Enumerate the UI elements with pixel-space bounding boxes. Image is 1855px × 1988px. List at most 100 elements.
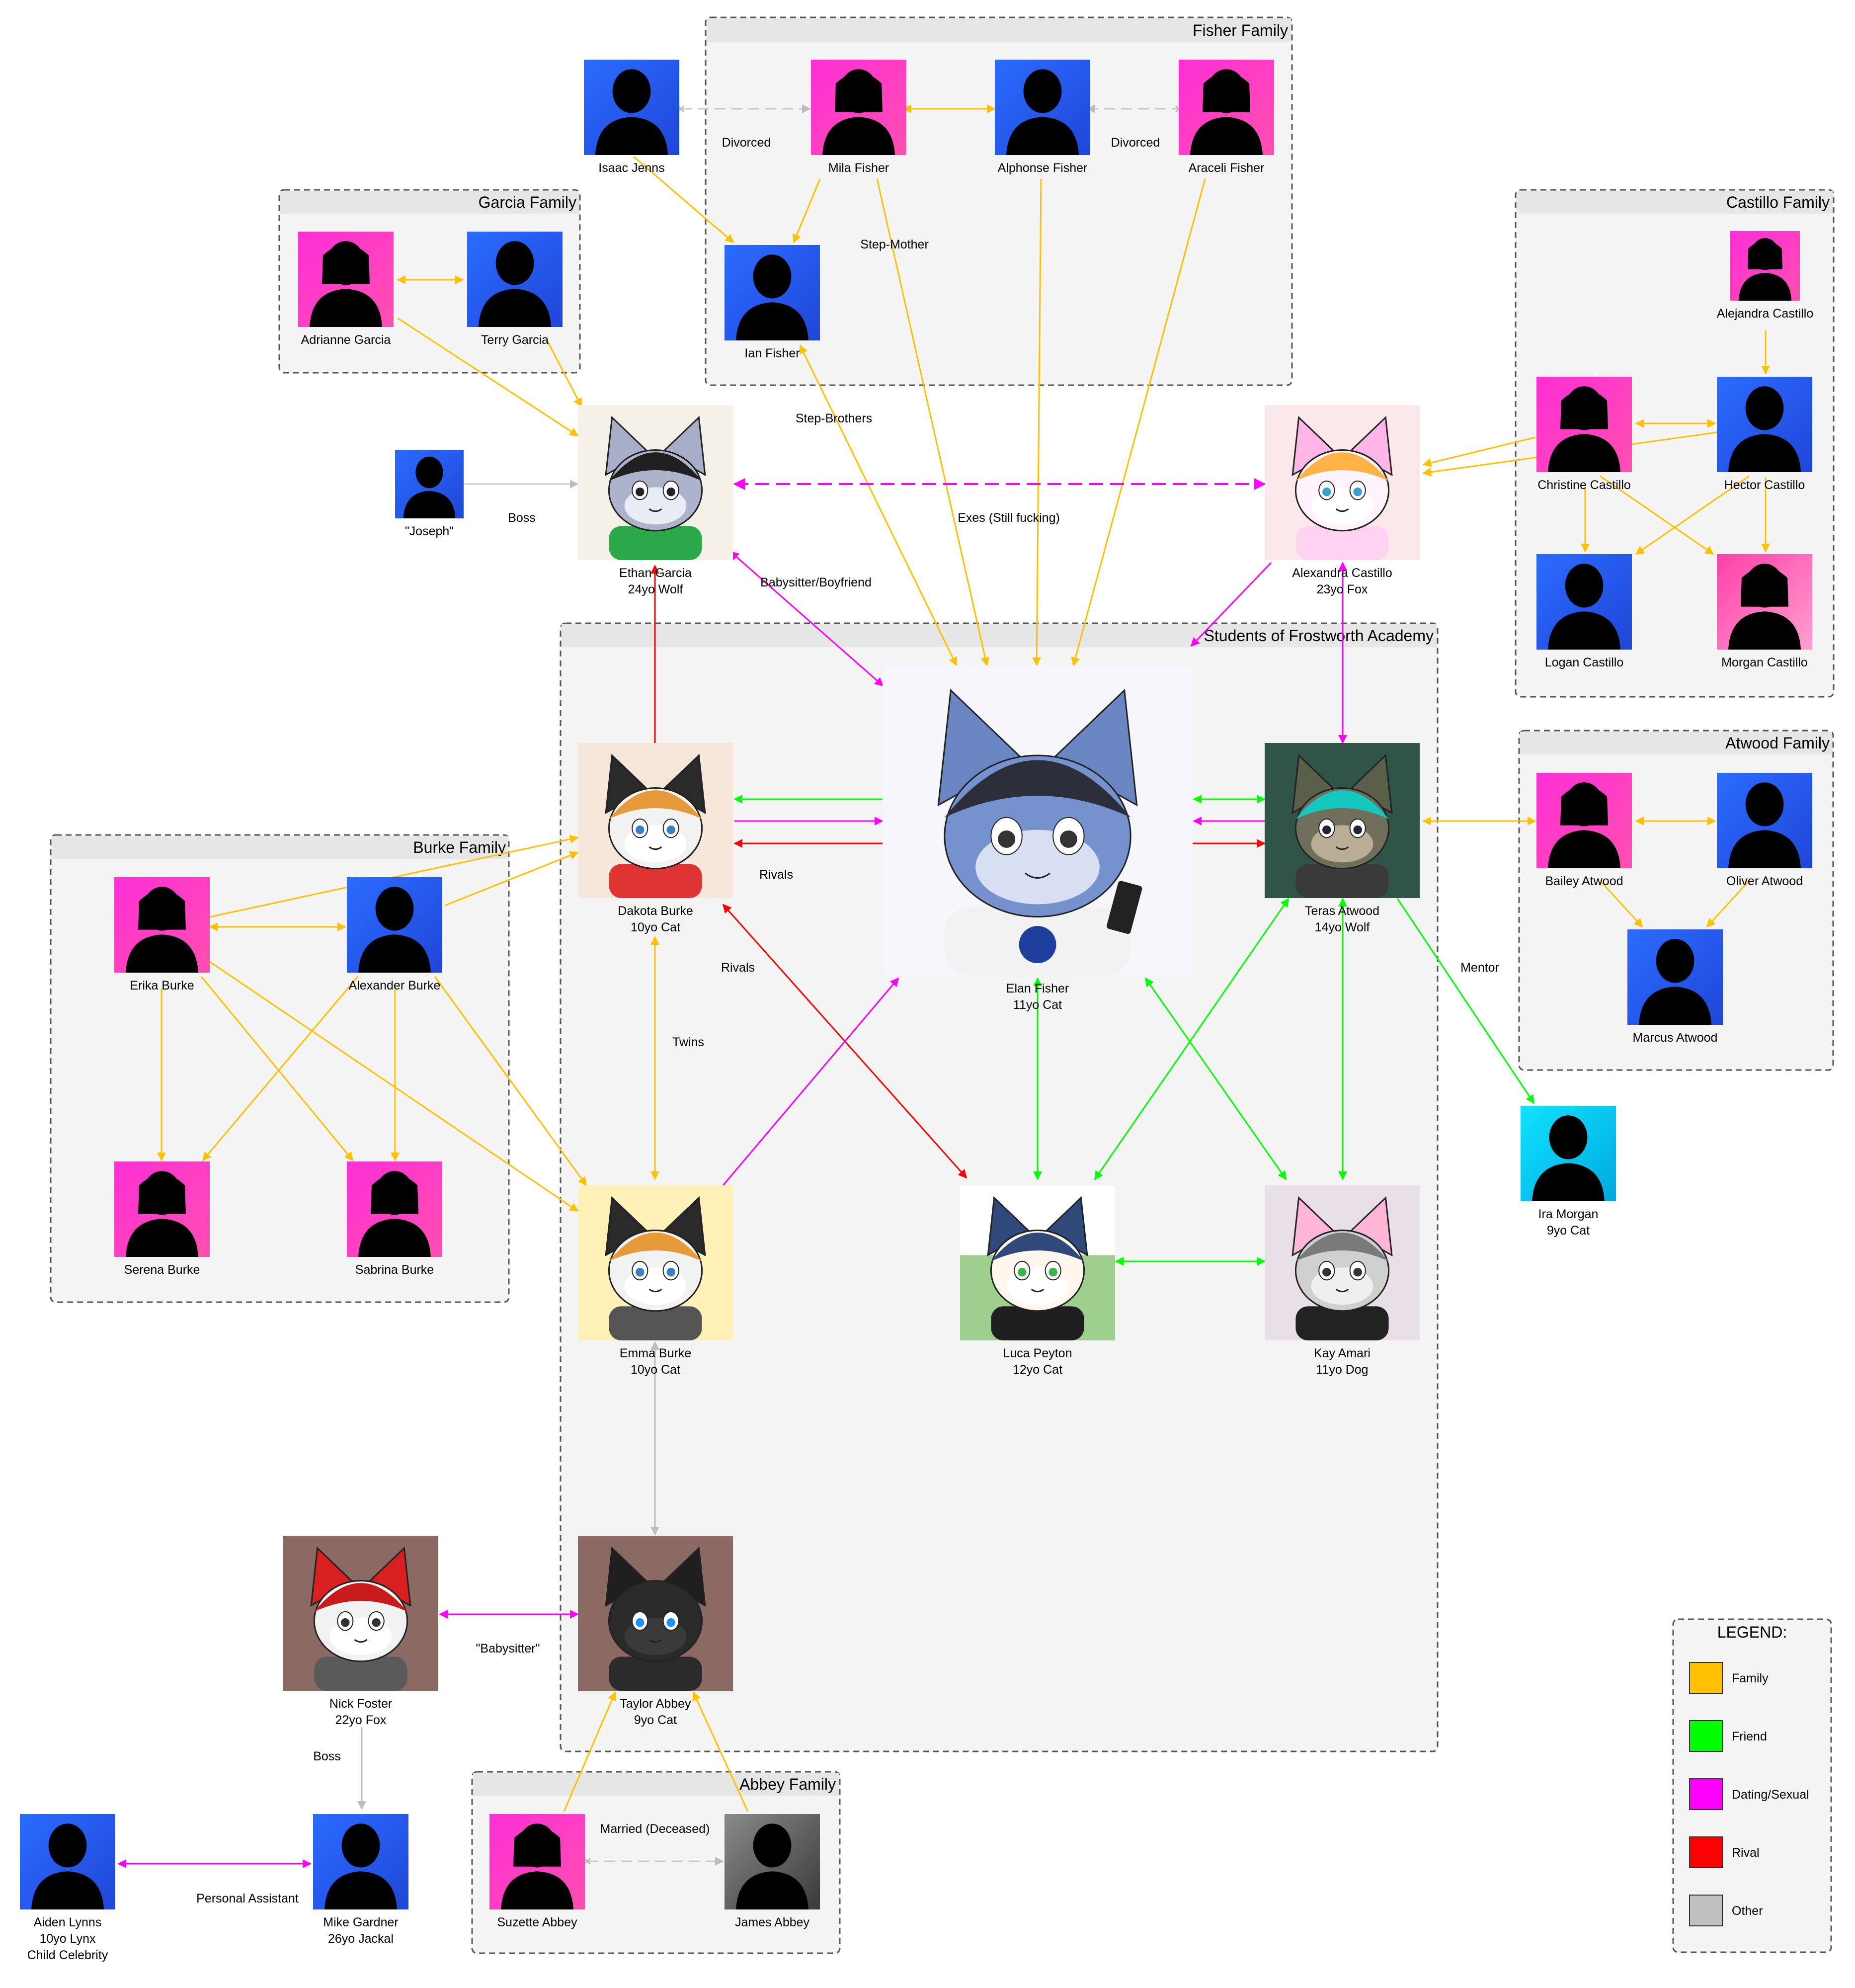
person-label-bailey: Bailey Atwood	[1545, 874, 1623, 888]
avatar-luca	[960, 1185, 1115, 1340]
person-label-logan: Logan Castillo	[1545, 656, 1623, 669]
person-hector: Hector Castillo	[1717, 377, 1812, 492]
legend: LEGEND: FamilyFriendDating/SexualRivalOt…	[1672, 1618, 1832, 1953]
silhouette-head	[48, 1823, 87, 1868]
person-label-aiden: Aiden Lynns	[34, 1915, 102, 1929]
person-mila: Mila Fisher	[811, 60, 906, 175]
edge-alphonse-elan	[1032, 178, 1042, 666]
edge-alexander-serena	[202, 976, 359, 1161]
avatar-alexandra	[1265, 405, 1420, 560]
silhouette-body	[403, 491, 456, 518]
person-oliver: Oliver Atwood	[1717, 773, 1812, 888]
legend-item: Dating/Sexual	[1689, 1778, 1809, 1810]
legend-label: Family	[1732, 1671, 1769, 1685]
person-marcus: Marcus Atwood	[1627, 929, 1723, 1045]
person-label-teras: Teras Atwood	[1305, 904, 1379, 918]
silhouette-head	[495, 241, 534, 285]
person-james: James Abbey	[725, 1814, 820, 1929]
legend-swatch	[1689, 1778, 1723, 1810]
silhouette-body	[1548, 434, 1620, 472]
edge-teras-ira	[1396, 898, 1535, 1104]
person-label-taylor: Taylor Abbey	[620, 1697, 691, 1711]
silhouette-body	[1006, 117, 1079, 155]
person-adrianne: Adrianne Garcia	[298, 232, 394, 347]
legend-swatch	[1689, 1895, 1723, 1926]
label-divorced-2: Divorced	[1111, 136, 1160, 150]
person-alejandra: Alejandra Castillo	[1717, 231, 1813, 321]
edge-alexander-emma	[434, 976, 587, 1186]
silhouette-body	[126, 1219, 198, 1257]
person-label-dakota: Dakota Burke	[618, 904, 693, 918]
person-label-alexandra: Alexandra Castillo	[1292, 566, 1392, 580]
edge-oliver-marcus	[1706, 880, 1750, 928]
person-alexander: Alexander Burke	[347, 877, 442, 993]
silhouette-head	[375, 887, 414, 931]
label-married-deceased: Married (Deceased)	[600, 1822, 710, 1836]
legend-label: Other	[1732, 1904, 1763, 1918]
person-serena: Serena Burke	[114, 1161, 210, 1277]
edge-isaac-ian	[633, 156, 734, 244]
silhouette-body	[822, 117, 895, 155]
edge-suzette-taylor	[563, 1691, 616, 1812]
legend-swatch	[1689, 1662, 1723, 1694]
label-babysitter-quoted: "Babysitter"	[476, 1642, 540, 1656]
label-boss-1: Boss	[508, 511, 536, 525]
group-title-students: Students of Frostworth Academy	[1204, 627, 1434, 645]
edge-christine-morgan	[1600, 475, 1714, 555]
person-label-aiden: 10yo Lynx	[39, 1932, 96, 1946]
person-label-teras: 14yo Wolf	[1315, 920, 1370, 934]
person-label-dakota: 10yo Cat	[631, 920, 680, 934]
group-title-burke: Burke Family	[413, 838, 506, 856]
edge-ethan-elan	[729, 551, 884, 687]
silhouette-body	[324, 1871, 397, 1909]
person-teras: Teras Atwood 14yo Wolf	[1265, 743, 1420, 934]
silhouette-head	[1745, 782, 1784, 827]
person-sabrina: Sabrina Burke	[347, 1161, 442, 1277]
legend-item: Friend	[1689, 1720, 1767, 1752]
person-label-aiden: Child Celebrity	[27, 1948, 108, 1962]
label-babysitter-bf: Babysitter/Boyfriend	[760, 576, 872, 589]
avatar-taylor	[578, 1536, 733, 1691]
person-label-mila: Mila Fisher	[828, 161, 889, 175]
person-suzette: Suzette Abbey	[489, 1814, 585, 1929]
silhouette-body	[1728, 830, 1801, 868]
label-mentor: Mentor	[1460, 961, 1499, 975]
edge-adrianne-ethan	[397, 317, 579, 437]
silhouette-body	[1728, 434, 1801, 472]
edge-araceli-elan	[1071, 178, 1206, 666]
person-label-kay: Kay Amari	[1314, 1346, 1371, 1360]
label-twins: Twins	[672, 1035, 704, 1049]
person-ethan: Ethan Garcia 24yo Wolf	[578, 405, 733, 596]
person-label-isaac: Isaac Jenns	[598, 161, 664, 175]
person-label-elan: 11yo Cat	[1013, 998, 1062, 1012]
avatar-nick	[283, 1536, 438, 1691]
legend-swatch	[1689, 1720, 1723, 1752]
legend-swatch	[1689, 1836, 1723, 1868]
person-label-sabrina: Sabrina Burke	[355, 1263, 434, 1277]
legend-item: Other	[1689, 1895, 1763, 1926]
person-label-alphonse: Alphonse Fisher	[998, 161, 1088, 175]
silhouette-head	[1549, 1115, 1588, 1160]
avatar-dakota	[578, 743, 733, 898]
person-label-ethan: Ethan Garcia	[619, 566, 692, 580]
legend-item: Rival	[1689, 1836, 1760, 1868]
person-label-ethan: 24yo Wolf	[628, 582, 683, 596]
person-alexandra: Alexandra Castillo 23yo Fox	[1265, 405, 1420, 596]
person-label-ian: Ian Fisher	[744, 346, 800, 360]
silhouette-body	[479, 289, 551, 327]
person-label-alexandra: 23yo Fox	[1317, 582, 1368, 596]
person-label-marcus: Marcus Atwood	[1633, 1031, 1718, 1045]
silhouette-body	[736, 302, 808, 340]
silhouette-body	[31, 1871, 104, 1909]
silhouette-body	[1532, 1163, 1605, 1201]
legend-label: Friend	[1732, 1730, 1767, 1743]
label-boss-2: Boss	[313, 1749, 341, 1763]
person-isaac: Isaac Jenns	[584, 60, 679, 175]
